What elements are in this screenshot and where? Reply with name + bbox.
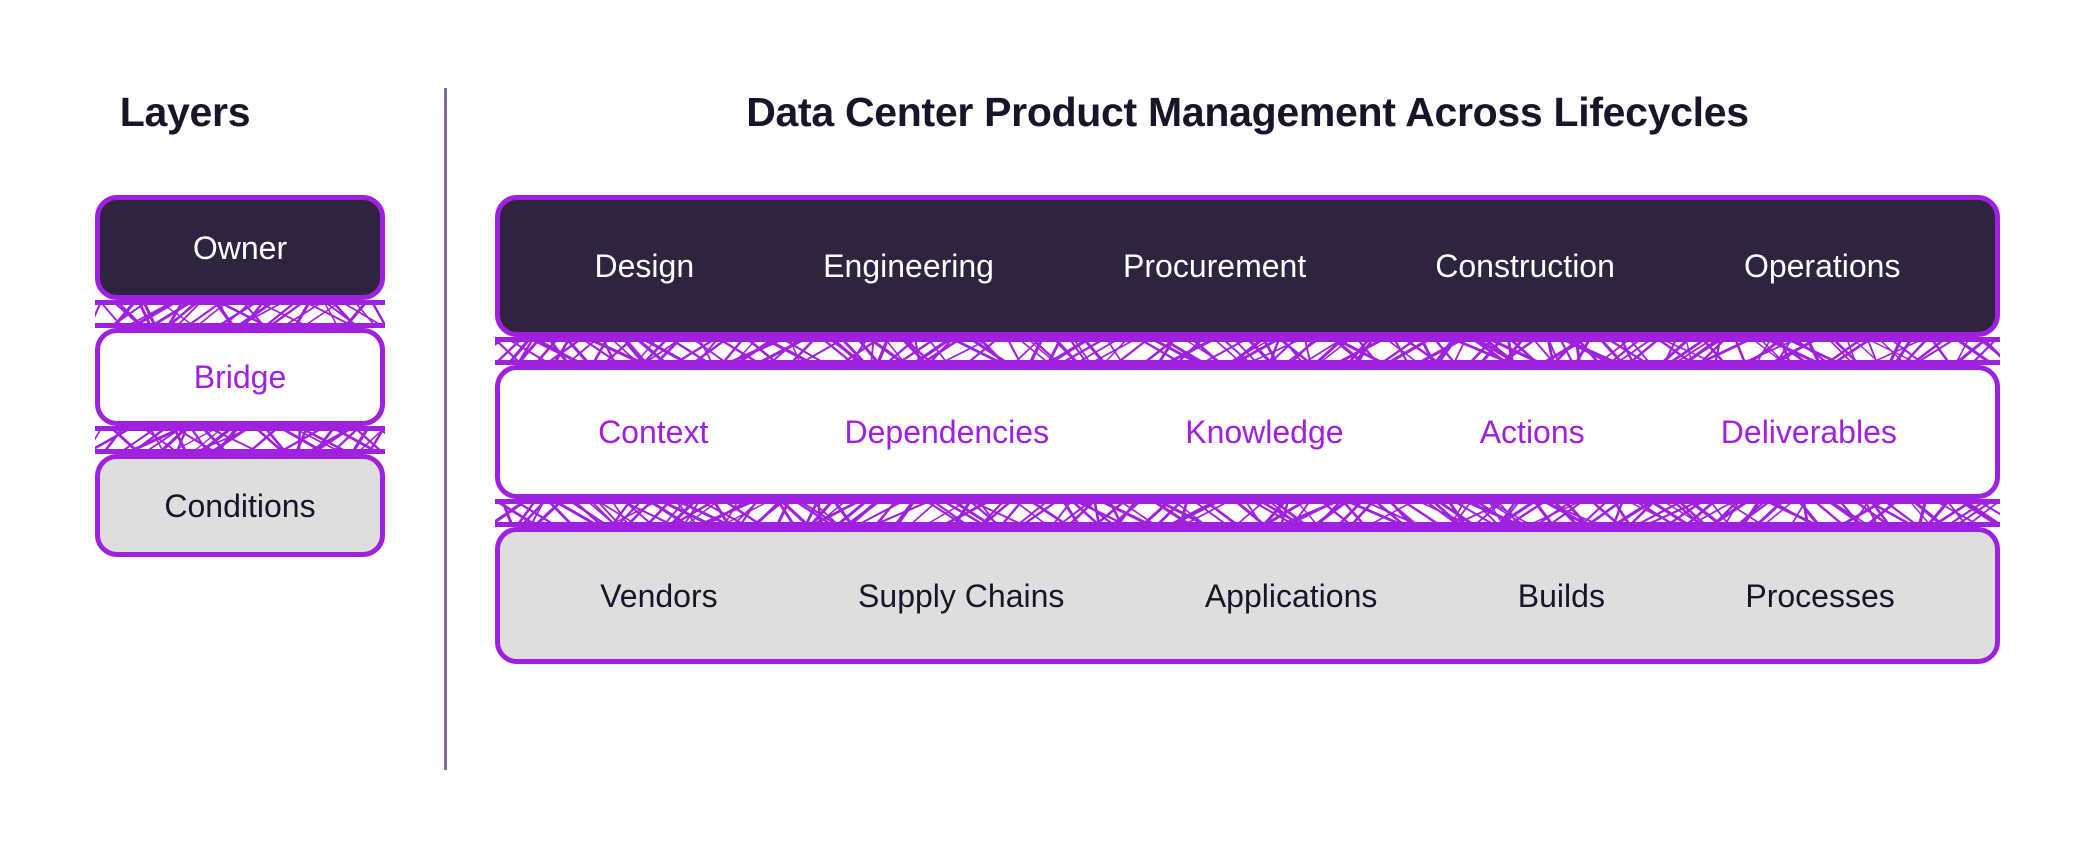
weave-bridge-conditions-left: [95, 422, 385, 458]
cell-construction[interactable]: Construction: [1435, 248, 1615, 284]
layer-label-owner: Owner: [192, 229, 288, 266]
cell-applications[interactable]: Applications: [1204, 577, 1378, 614]
lifecycle-panel: Data Center Product Management Across Li…: [495, 0, 2000, 861]
cell-actions[interactable]: Actions: [1479, 414, 1585, 450]
cell-supply-chains[interactable]: Supply Chains: [858, 577, 1065, 614]
cell-dependencies[interactable]: Dependencies: [844, 414, 1050, 450]
cell-procurement[interactable]: Procurement: [1123, 248, 1307, 284]
weave-owner-bridge-left: [95, 296, 385, 332]
cell-engineering[interactable]: Engineering: [823, 248, 994, 284]
cell-processes[interactable]: Processes: [1745, 577, 1895, 614]
cell-context[interactable]: Context: [598, 414, 709, 450]
lifecycle-stack: Design Engineering Procurement Construct…: [495, 195, 2000, 664]
weave-bridge-conditions-main: [495, 495, 2000, 531]
layer-box-owner[interactable]: Owner: [95, 195, 385, 300]
layer-box-conditions[interactable]: Conditions: [95, 454, 385, 557]
layer-box-bridge[interactable]: Bridge: [95, 328, 385, 426]
weave-owner-bridge-main: [495, 333, 2000, 369]
lifecycle-row-conditions[interactable]: Vendors Supply Chains Applications Build…: [495, 527, 2000, 664]
cell-deliverables[interactable]: Deliverables: [1720, 414, 1897, 450]
layers-column: Layers Owner Bridge Conditions: [0, 0, 425, 861]
lifecycle-row-bridge[interactable]: Context Dependencies Knowledge Actions D…: [495, 365, 2000, 499]
cell-knowledge[interactable]: Knowledge: [1185, 414, 1344, 450]
cell-design[interactable]: Design: [594, 248, 695, 284]
cell-operations[interactable]: Operations: [1743, 248, 1901, 284]
layers-heading: Layers: [119, 89, 251, 135]
layers-stack: Owner Bridge Conditions: [95, 195, 385, 557]
layer-label-bridge: Bridge: [193, 359, 287, 395]
layer-label-conditions: Conditions: [164, 487, 316, 524]
cell-builds[interactable]: Builds: [1517, 577, 1605, 614]
lifecycle-row-owner[interactable]: Design Engineering Procurement Construct…: [495, 195, 2000, 337]
column-divider: [444, 88, 447, 770]
panel-title: Data Center Product Management Across Li…: [746, 89, 1749, 135]
cell-vendors[interactable]: Vendors: [600, 577, 718, 614]
